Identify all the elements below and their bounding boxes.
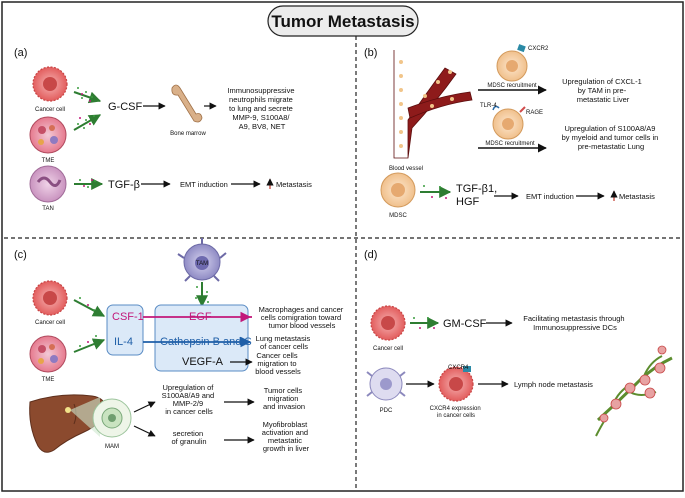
mdsc-recruitment-2-label: MDSC recruitment: [485, 141, 535, 147]
cancer-cell-c: [32, 280, 68, 316]
rage-label: RAGE: [526, 110, 543, 116]
vegfa-label: VEGF-A: [182, 356, 224, 368]
tme-c-label: TME: [42, 377, 55, 383]
tme-cell-c: [29, 335, 67, 373]
panel-b-label: (b): [364, 47, 377, 59]
mam-cell: [92, 398, 132, 438]
neutrophils-text: Immunosuppressive neutrophils migrate to…: [227, 86, 296, 131]
cancer-cell-c-label: Cancer cell: [35, 320, 65, 326]
upreg-text: Upregulation of S100A8/A9 and MMP-2/9 in…: [162, 383, 217, 416]
egf-label: EGF: [189, 311, 212, 323]
cxcl1-text: Upregulation of CXCL-1 by TAM in pre- me…: [562, 77, 644, 104]
myofib-text: Myofibroblast activation and metastatic …: [262, 420, 310, 453]
tam-label: TAM: [196, 261, 208, 267]
cxcr4-label: CXCR4: [448, 365, 469, 371]
tgfb-label: TGF-β: [108, 179, 140, 191]
metastasis-b-label: Metastasis: [619, 192, 655, 201]
cathepsin-label: Cathepsin B and S: [160, 336, 252, 348]
cancer-cell-a: [32, 66, 68, 102]
tlr4-label: TLR-4: [480, 103, 497, 109]
lymph-node-icon: [595, 345, 673, 437]
panel-a-label: (a): [14, 47, 27, 59]
granulin-text: secretion of granulin: [171, 429, 206, 446]
secretion-dots-c: [79, 297, 97, 347]
mdsc-recruitment-1-label: MDSC recruitment: [487, 83, 537, 89]
hgf-label: HGF: [456, 196, 480, 208]
title-pill: [267, 5, 419, 37]
mdsc-cell-b3: [380, 172, 416, 208]
mdsc-cell-b2: [492, 105, 526, 140]
pdc-cell: [366, 367, 406, 401]
secretion-dots-d: [413, 317, 435, 329]
cancer-cell-a-label: Cancer cell: [35, 107, 65, 113]
mdsc-label: MDSC: [389, 213, 407, 219]
tan-a-label: TAN: [42, 206, 54, 212]
metastasis-a-label: Metastasis: [276, 180, 312, 189]
blood-vessel-label: Blood vessel: [389, 166, 423, 172]
tumor-text: Tumor cells migration and invasion: [263, 386, 305, 411]
macrophages-text: Macrophages and cancer cells comigration…: [259, 305, 346, 330]
s100-text: Upregulation of S100A8/A9 by myeloid and…: [562, 124, 661, 151]
tam-cell: [177, 238, 227, 282]
tme-a-label: TME: [42, 158, 55, 164]
bone-marrow-label: Bone marrow: [170, 131, 206, 137]
zoom-wedge: [70, 397, 100, 437]
cxcr2-label: CXCR2: [528, 46, 549, 52]
lymph-label: Lymph node metastasis: [514, 380, 593, 389]
lung-text: Lung metastasis of cancer cells: [256, 334, 313, 351]
panel-d-label: (d): [364, 249, 377, 261]
cancer-cell-cxcr4: [438, 366, 474, 402]
secretion-arrow-c1: [73, 299, 106, 317]
mam-up-arrow: [133, 401, 156, 413]
secretion-dots-a: [77, 87, 96, 188]
tan-cell-a: [29, 165, 67, 203]
tam-dots: [195, 286, 209, 303]
pdc-label: PDC: [380, 408, 393, 414]
il4-label: IL-4: [114, 336, 133, 348]
secretion-dots-b: [423, 185, 447, 199]
cancer-cell-d: [370, 305, 406, 341]
secretion-arrow-a2: [73, 114, 102, 131]
tme-cell-a: [29, 116, 67, 154]
gmcsf-label: GM-CSF: [443, 318, 487, 330]
page-title: Tumor Metastasis: [271, 12, 414, 31]
csf1-label: CSF-1: [112, 311, 144, 323]
cxcr4-expr-text: CXCR4 expression in cancer cells: [430, 406, 483, 419]
cancer-cell-d-label: Cancer cell: [373, 346, 403, 352]
emt-b-label: EMT induction: [526, 192, 574, 201]
bone-marrow-icon: [171, 84, 203, 123]
secretion-dots-a-pink: [79, 93, 93, 187]
emt-a-label: EMT induction: [180, 180, 228, 189]
facilitating-text: Facilitating metastasis through Immunosu…: [523, 314, 626, 332]
migration-text: Cancer cells migration to blood vessels: [255, 351, 301, 376]
panel-c-label: (c): [14, 249, 27, 261]
secretion-arrow-a1: [73, 91, 102, 104]
csf1-il4-box: [106, 304, 144, 356]
secretion-arrow-c2: [73, 338, 106, 353]
mam-label: MAM: [105, 444, 119, 450]
gcsf-label: G-CSF: [108, 101, 143, 113]
blood-vessel-icon: [393, 50, 473, 159]
mam-down-arrow: [133, 425, 156, 437]
mdsc-cell-b1: [496, 44, 528, 82]
tgfb1-label: TGF-β1,: [456, 183, 497, 195]
